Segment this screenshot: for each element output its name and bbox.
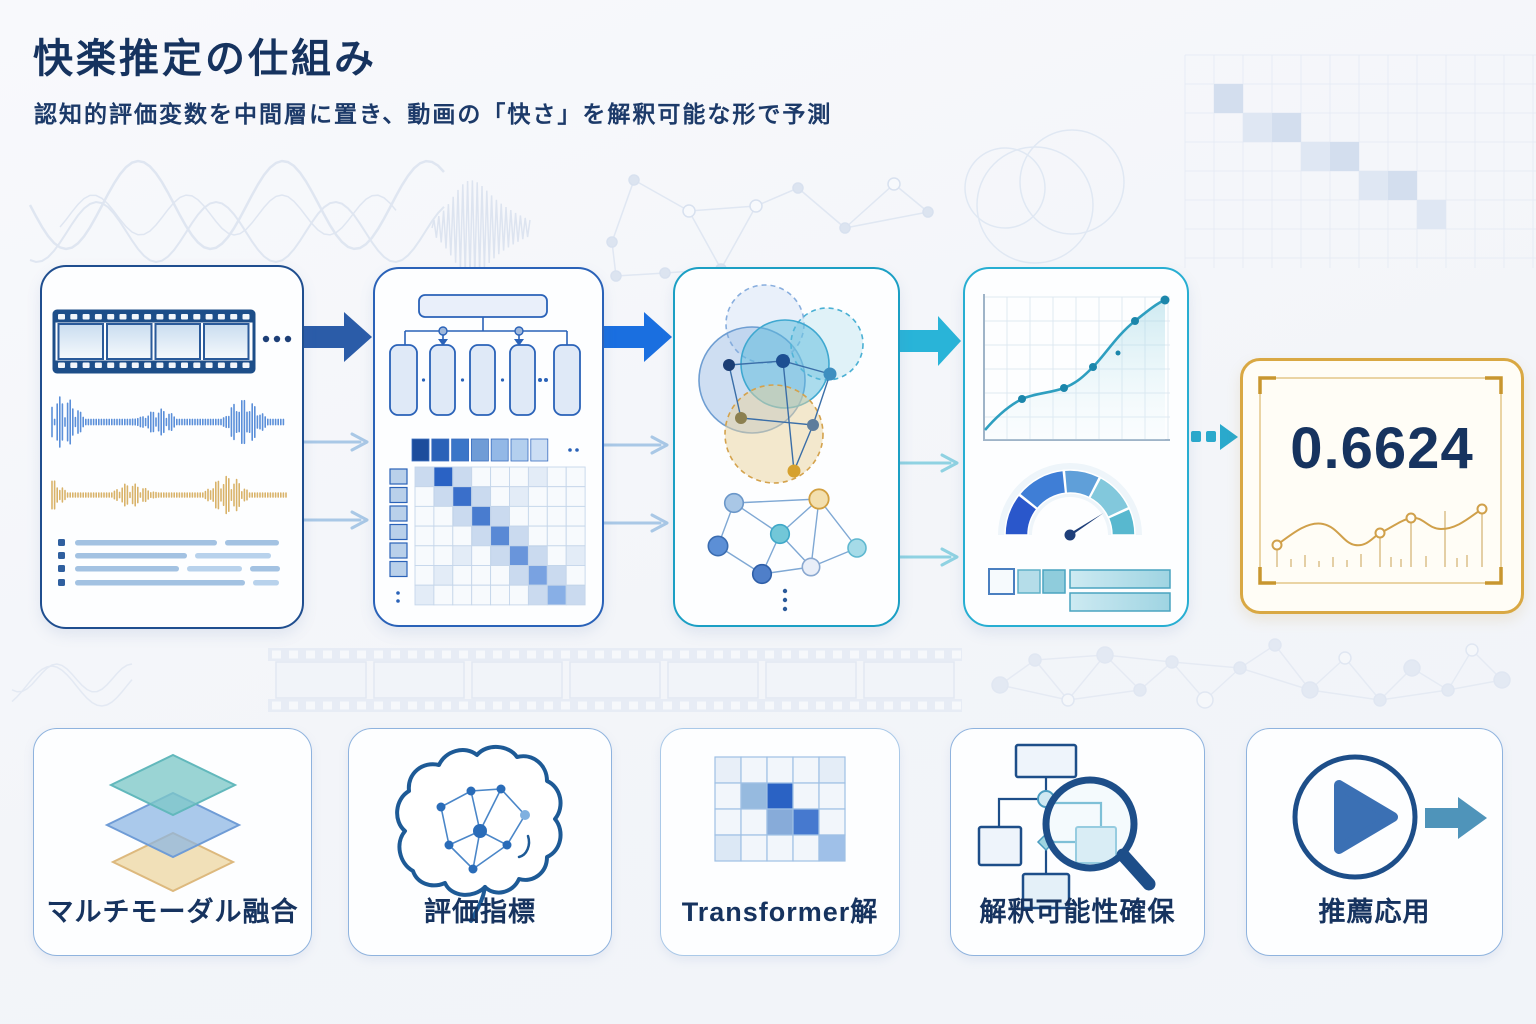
audio-waveform-orange-icon xyxy=(51,475,287,515)
flowchart-magnifier-icon xyxy=(977,743,1156,910)
pixel-mosaic-decor xyxy=(1184,54,1536,268)
node-network-decor-bottom xyxy=(991,638,1511,709)
film-strip-band-decor xyxy=(268,648,962,712)
token-row-icon xyxy=(411,438,549,462)
attention-heatmap-icon xyxy=(714,756,846,862)
predicted-score-value: 0.6624 xyxy=(1290,416,1474,481)
card-label: マルチモーダル融合 xyxy=(46,897,299,927)
big-arrow-1-icon xyxy=(302,312,372,362)
card-label: Transformer解 xyxy=(681,897,879,927)
stage-multimodal-input-box xyxy=(40,265,304,629)
seismic-line-decor xyxy=(431,180,531,276)
ellipsis-dots-icon xyxy=(568,448,579,452)
brain-network-icon xyxy=(395,745,563,923)
gauge-icon xyxy=(998,463,1142,541)
gold-frame-icon xyxy=(1258,376,1503,585)
legend-bars-icon xyxy=(988,568,1171,612)
stage-prediction-analytics-box xyxy=(963,267,1189,627)
graph-network-icon xyxy=(707,488,867,585)
page-title: 快楽推定の仕組み xyxy=(33,37,377,81)
stage-cognitive-appraisal-box xyxy=(673,267,900,627)
card-transformer-interpretation: Transformer解 xyxy=(660,728,900,956)
thin-arrow-icon xyxy=(896,547,959,567)
hierarchy-icon xyxy=(389,294,581,416)
score-sparkline-icon xyxy=(1271,503,1488,567)
ellipsis-dots-icon xyxy=(262,335,292,343)
card-evaluation-metrics: 評価指標 xyxy=(348,728,612,956)
play-arrow-icon xyxy=(1292,754,1487,880)
card-label: 評価指標 xyxy=(424,897,536,927)
squiggle-decor xyxy=(11,663,133,707)
sine-waves-decor xyxy=(28,159,445,264)
thin-arrow-icon xyxy=(896,453,959,473)
page-subtitle: 認知的評価変数を中間層に置き、動画の「快さ」を解釈可能な形で予測 xyxy=(34,101,833,127)
layers-icon xyxy=(104,753,242,893)
result-score-box: 0.6624 xyxy=(1240,358,1524,614)
thin-arrow-icon xyxy=(300,432,369,452)
line-chart-icon xyxy=(983,294,1170,441)
big-arrow-3-icon xyxy=(898,316,961,366)
audio-waveform-blue-icon xyxy=(51,396,285,448)
card-multimodal-fusion: マルチモーダル融合 xyxy=(33,728,312,956)
film-strip-icon xyxy=(52,309,256,374)
dashed-arrow-result-icon xyxy=(1191,424,1238,450)
node-network-decor-top xyxy=(606,174,934,282)
card-label: 推薦応用 xyxy=(1318,897,1431,927)
card-interpretability: 解釈可能性確保 xyxy=(950,728,1205,956)
transcript-lines-icon xyxy=(58,539,280,586)
card-label: 解釈可能性確保 xyxy=(979,897,1176,927)
thin-arrow-icon xyxy=(600,435,669,455)
big-arrow-2-icon xyxy=(602,312,672,362)
stage-feature-encoding-box xyxy=(373,267,604,627)
card-recommendation-application: 推薦応用 xyxy=(1246,728,1503,956)
attention-matrix-icon xyxy=(389,466,586,606)
thin-arrow-icon xyxy=(300,510,369,530)
venn-diagram-icon xyxy=(698,284,864,484)
ellipsis-dots-icon xyxy=(782,588,788,612)
thin-arrow-icon xyxy=(600,513,669,533)
circles-decor xyxy=(964,129,1125,264)
